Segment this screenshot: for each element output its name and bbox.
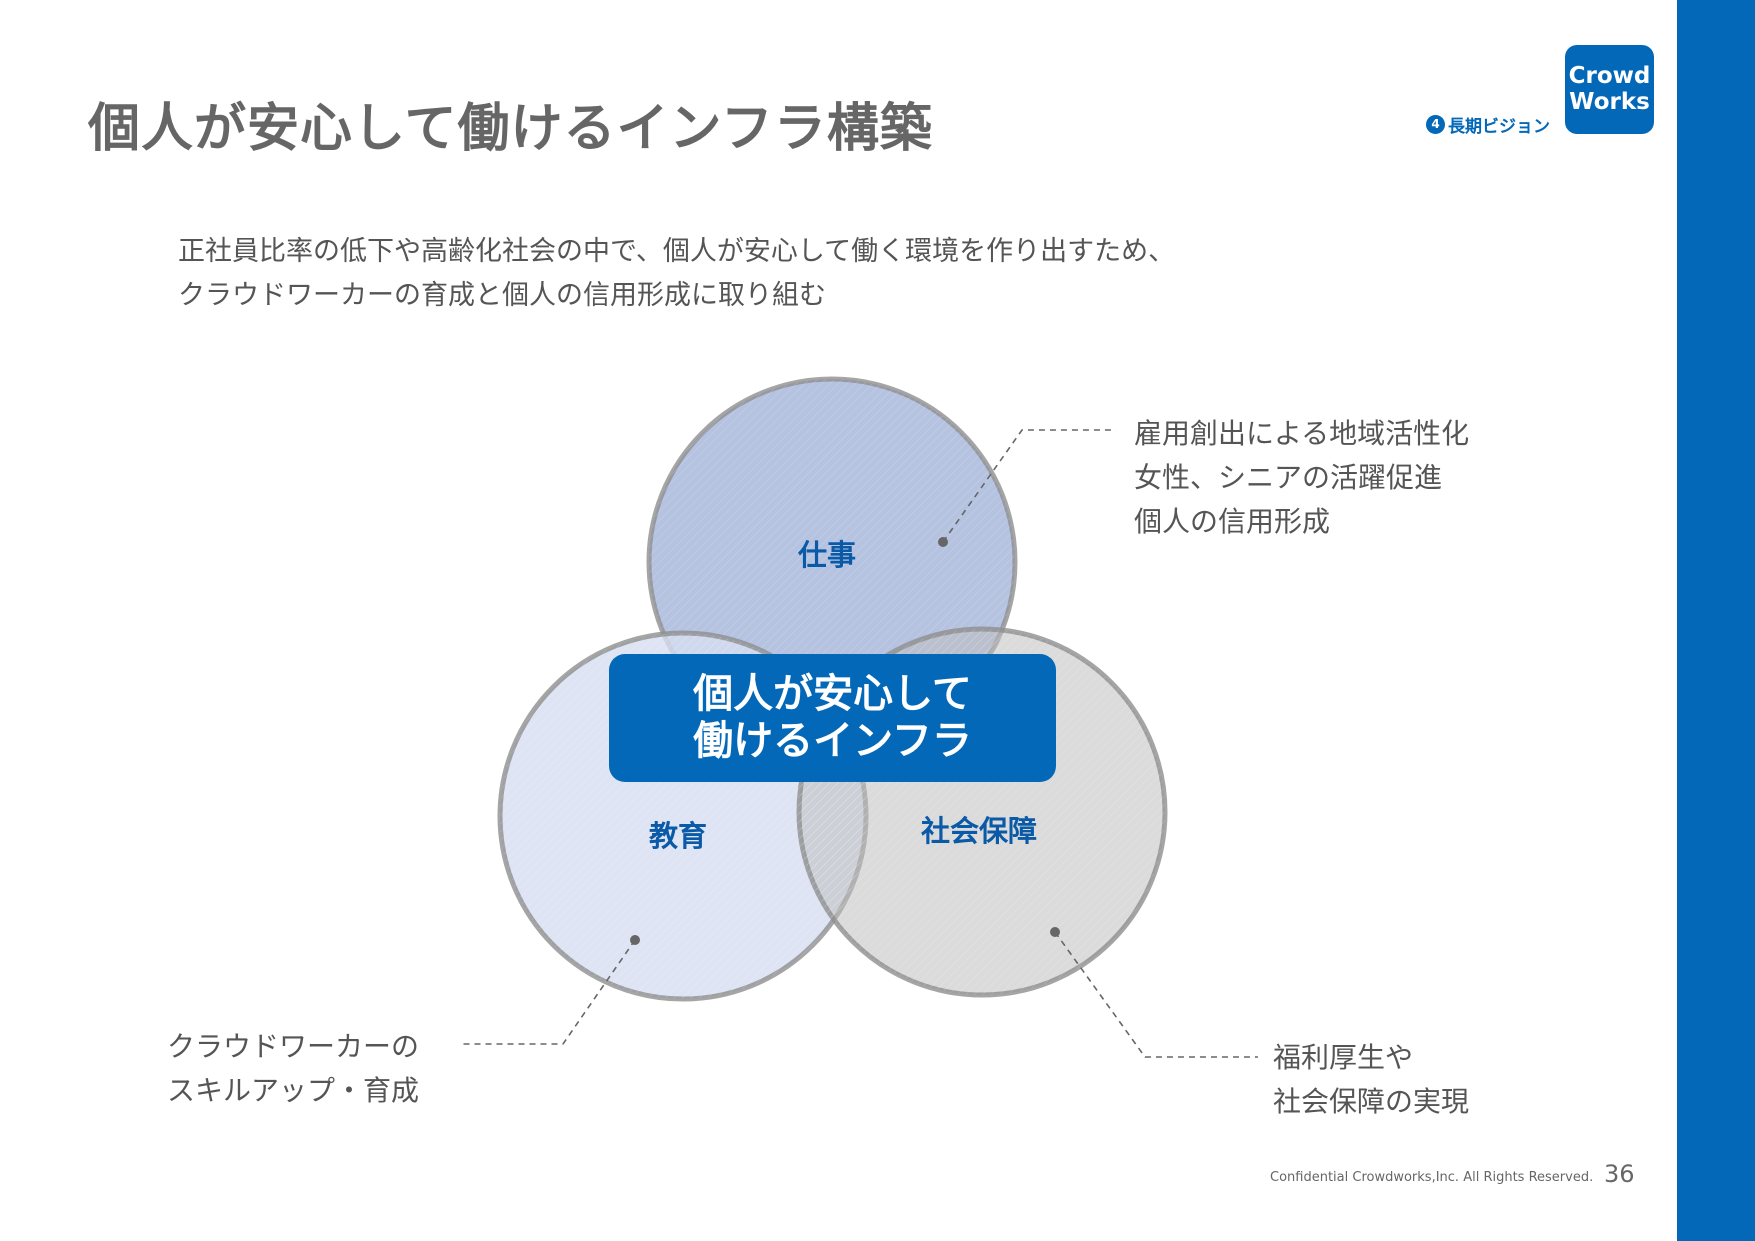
note-social: 福利厚生や 社会保障の実現 xyxy=(1273,1036,1469,1124)
circle-label-work: 仕事 xyxy=(798,538,857,572)
crowdworks-logo: Crowd Works xyxy=(1565,45,1654,134)
circle-label-education: 教育 xyxy=(649,819,708,853)
note-work: 雇用創出による地域活性化 女性、シニアの活躍促進 個人の信用形成 xyxy=(1134,412,1469,544)
connector-education xyxy=(459,939,636,1045)
note-work-line: 雇用創出による地域活性化 xyxy=(1134,417,1470,450)
connector-dot-social xyxy=(1050,927,1060,937)
note-education: クラウドワーカーの スキルアップ・育成 xyxy=(167,1025,419,1113)
center-box: 個人が安心して 働けるインフラ xyxy=(609,654,1056,782)
note-social-line: 福利厚生や xyxy=(1273,1041,1414,1074)
lead-text: 正社員比率の低下や高齢化社会の中で、個人が安心して働く環境を作り出すため、 クラ… xyxy=(178,230,1175,318)
section-number-badge: 4 xyxy=(1426,115,1445,134)
connector-dot-education xyxy=(630,935,640,945)
footer-confidential: Confidential Crowdworks,Inc. All Rights … xyxy=(1270,1170,1594,1185)
section-label: 長期ビジョン xyxy=(1448,117,1550,137)
connector-dot-work xyxy=(938,537,948,547)
brand-sidebar-bar xyxy=(1677,0,1755,1241)
page-number: 36 xyxy=(1604,1160,1635,1188)
logo-text-line2: Works xyxy=(1569,89,1650,115)
center-text-line1: 個人が安心して xyxy=(693,671,972,717)
connector-work xyxy=(942,429,1116,543)
lead-line-2: クラウドワーカーの育成と個人の信用形成に取り組む xyxy=(178,280,826,311)
lead-line-1: 正社員比率の低下や高齢化社会の中で、個人が安心して働く環境を作り出すため、 xyxy=(178,236,1176,267)
section-tag: 4 長期ビジョン xyxy=(1426,112,1550,137)
page-title: 個人が安心して働けるインフラ構築 xyxy=(88,99,933,159)
note-education-line: クラウドワーカーの xyxy=(167,1030,420,1063)
circle-label-social: 社会保障 xyxy=(921,814,1038,848)
center-text-line2: 働けるインフラ xyxy=(693,718,972,764)
note-education-line: スキルアップ・育成 xyxy=(167,1074,420,1107)
logo-text-line1: Crowd xyxy=(1568,63,1651,89)
note-social-line: 社会保障の実現 xyxy=(1273,1085,1470,1118)
connector-social xyxy=(1054,931,1258,1058)
note-work-line: 女性、シニアの活躍促進 xyxy=(1134,461,1443,494)
note-work-line: 個人の信用形成 xyxy=(1134,505,1331,538)
